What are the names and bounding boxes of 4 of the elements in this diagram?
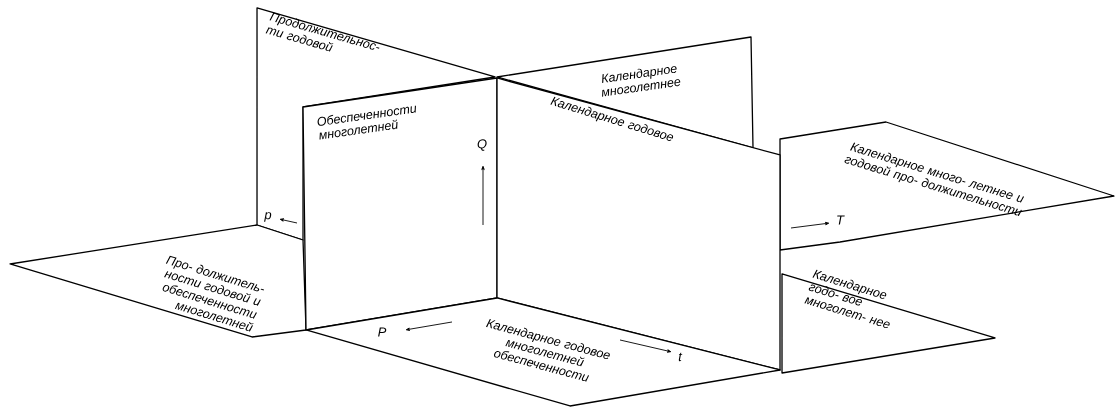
axis-label: Q bbox=[477, 139, 487, 151]
axis-label: p bbox=[264, 212, 272, 222]
axis-label: t bbox=[678, 352, 683, 362]
axis-label: T bbox=[837, 215, 845, 225]
